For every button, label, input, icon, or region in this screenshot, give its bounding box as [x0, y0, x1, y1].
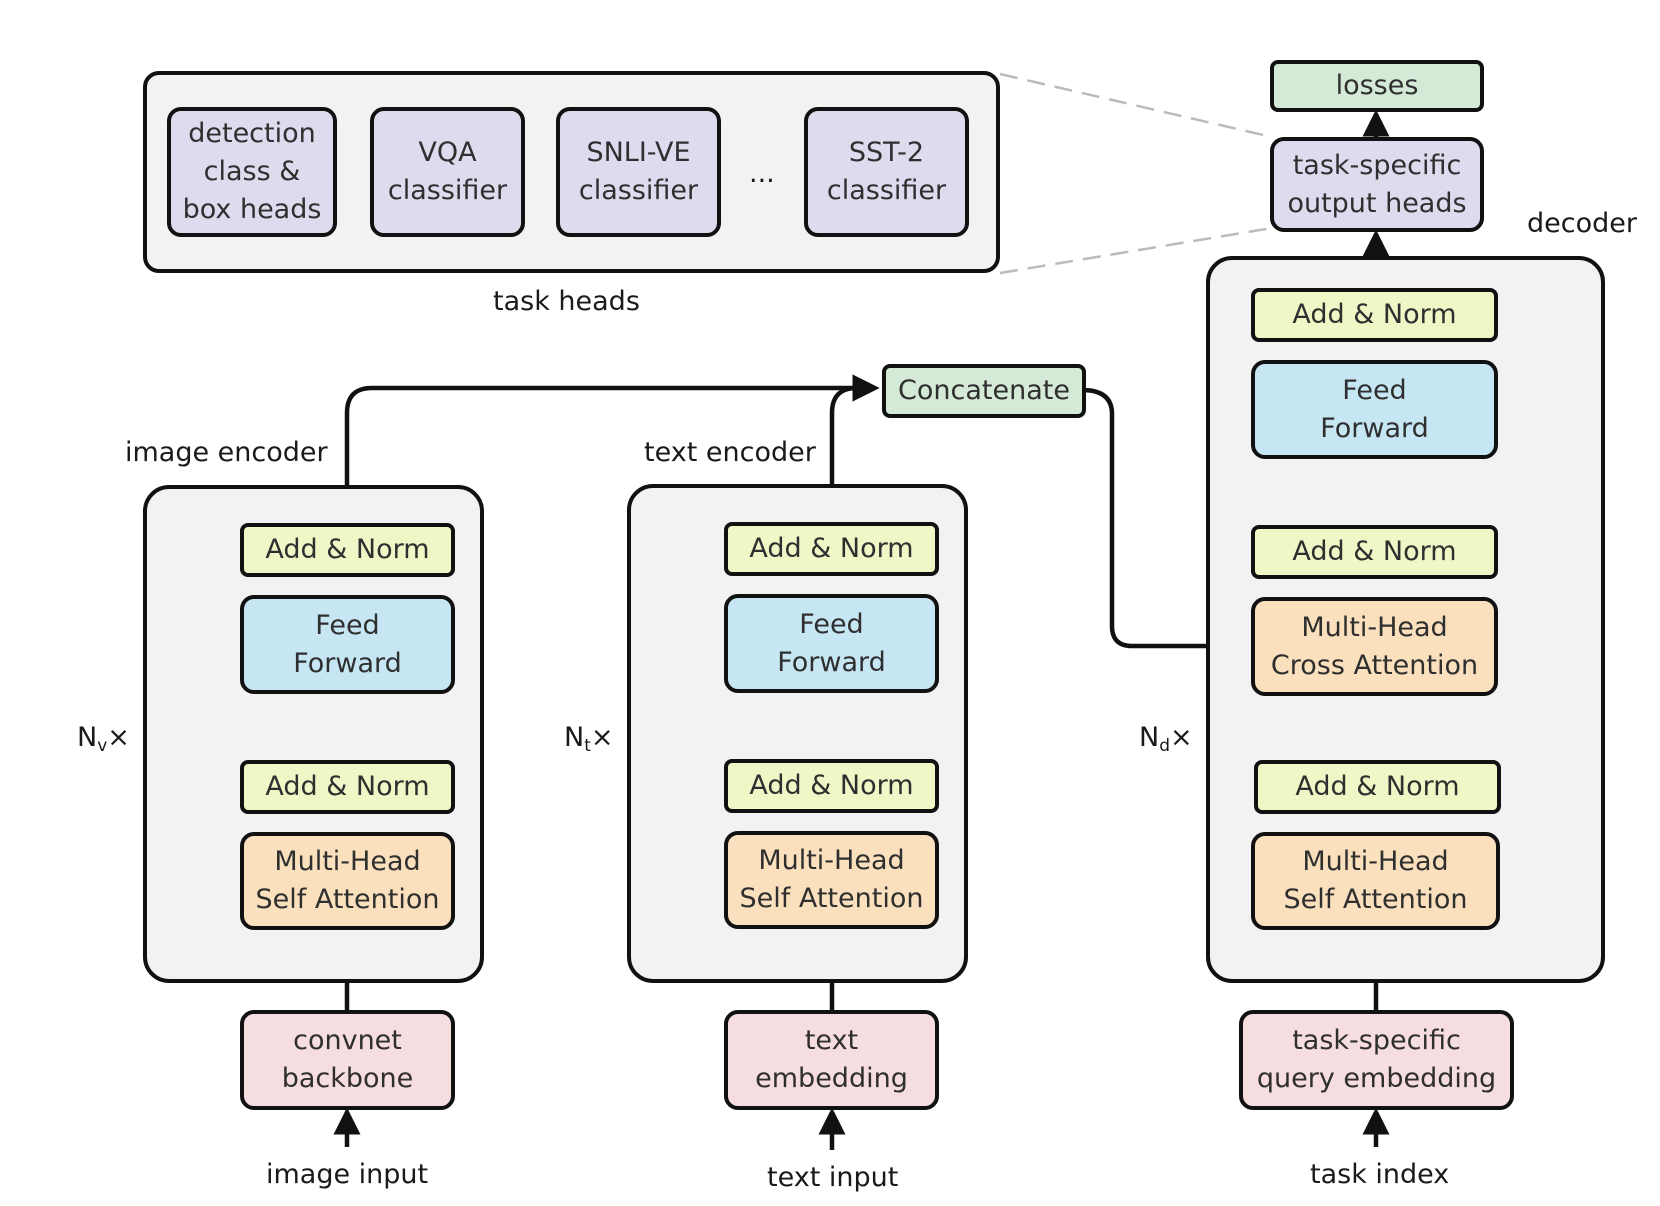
decoder-cross-attention: Multi-Head Cross Attention	[1251, 597, 1498, 696]
decoder-title: decoder	[1527, 208, 1637, 239]
text-encoder-repeat: Nt×	[564, 722, 614, 756]
text-add-norm-top: Add & Norm	[724, 522, 939, 576]
text-self-attention: Multi-Head Self Attention	[724, 831, 939, 929]
vqa-classifier: VQA classifier	[370, 107, 525, 237]
decoder-add-norm-2: Add & Norm	[1251, 525, 1498, 579]
losses-box: losses	[1270, 60, 1484, 112]
text-embedding: text embedding	[724, 1010, 939, 1110]
text-add-norm-bottom: Add & Norm	[724, 759, 939, 813]
task-index-label: task index	[1310, 1159, 1450, 1190]
zoom-line-top	[999, 72, 1273, 139]
decoder-repeat: Nd×	[1139, 722, 1193, 756]
image-encoder-title: image encoder	[125, 437, 328, 468]
task-heads-label: task heads	[493, 286, 640, 317]
arrow-text-to-concat	[829, 374, 880, 522]
decoder-add-norm-3: Add & Norm	[1254, 760, 1501, 814]
arrow-image-to-concat	[344, 374, 880, 523]
text-encoder-title: text encoder	[644, 437, 816, 468]
text-input-label: text input	[767, 1162, 899, 1193]
zoom-line-bottom	[999, 226, 1273, 275]
decoder-add-norm-1: Add & Norm	[1251, 288, 1498, 342]
sst-2-classifier: SST-2 classifier	[804, 107, 969, 237]
image-input-label: image input	[266, 1159, 429, 1190]
image-self-attention: Multi-Head Self Attention	[240, 832, 455, 930]
text-feed-forward: Feed Forward	[724, 594, 939, 693]
detection-head: detection class & box heads	[167, 107, 337, 237]
image-add-norm-top: Add & Norm	[240, 523, 455, 577]
convnet-backbone: convnet backbone	[240, 1010, 455, 1110]
arrow-concat-to-cross-attention	[1081, 387, 1250, 660]
image-feed-forward: Feed Forward	[240, 595, 455, 694]
decoder-self-attention: Multi-Head Self Attention	[1251, 832, 1500, 930]
decoder-feed-forward: Feed Forward	[1251, 360, 1498, 459]
task-heads-ellipsis: ...	[749, 158, 775, 189]
image-encoder-repeat: Nv×	[77, 722, 130, 756]
query-embedding: task-specific query embedding	[1239, 1010, 1514, 1110]
concatenate-box: Concatenate	[882, 364, 1086, 418]
image-add-norm-bottom: Add & Norm	[240, 760, 455, 814]
output-heads-box: task-specific output heads	[1270, 137, 1484, 232]
snli-ve-classifier: SNLI-VE classifier	[556, 107, 721, 237]
